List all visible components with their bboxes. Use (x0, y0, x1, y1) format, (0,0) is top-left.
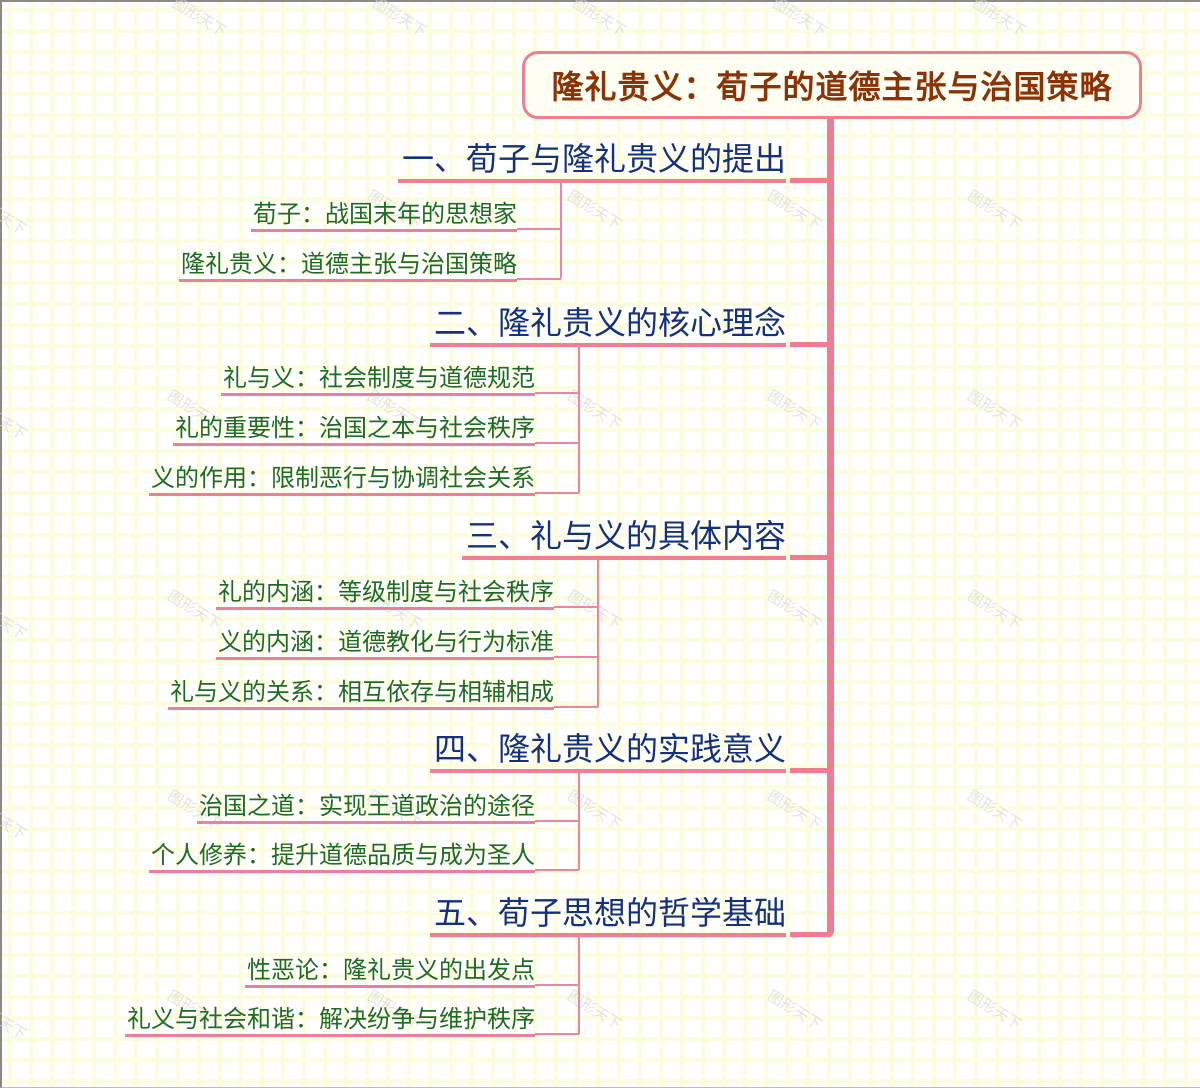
branch-4-topic[interactable]: 四、隆礼贵义的实践意义 (429, 729, 786, 773)
branch-4-label: 四、隆礼贵义的实践意义 (433, 730, 786, 768)
branch-connector (790, 768, 830, 773)
item-label: 义的作用：限制恶行与协调社会关系 (151, 464, 535, 492)
item-label: 礼与义的关系：相互依存与相辅相成 (170, 678, 554, 706)
watermark: 图形天下 (964, 986, 1025, 1034)
watermark: 图形天下 (764, 986, 825, 1034)
branch-connector (790, 342, 830, 347)
sub-connector (535, 492, 580, 494)
branch-1-label: 一、荀子与隆礼贵义的提出 (401, 140, 786, 178)
watermark: 图形天下 (764, 786, 825, 834)
watermark: 图形天下 (0, 191, 30, 239)
branch-connector (790, 555, 830, 560)
watermark: 图形天下 (964, 386, 1025, 434)
root-title: 隆礼贵义：荀子的道德主张与治国策略 (551, 68, 1113, 106)
item-label: 礼的内涵：等级制度与社会秩序 (218, 578, 554, 606)
item-label: 性恶论：隆礼贵义的出发点 (247, 956, 535, 984)
main-connector (827, 119, 834, 937)
branch-5-label: 五、荀子思想的哲学基础 (433, 894, 786, 932)
watermark: 图形天下 (569, 0, 630, 41)
branch-4-item-1[interactable]: 治国之道：实现王道政治的途径 (197, 791, 535, 824)
branch-3-item-1[interactable]: 礼的内涵：等级制度与社会秩序 (216, 577, 554, 610)
sub-connector (535, 820, 580, 822)
sub-connector (535, 1033, 580, 1035)
watermark: 图形天下 (964, 786, 1025, 834)
sub-connector (554, 656, 599, 658)
item-label: 治国之道：实现王道政治的途径 (199, 792, 535, 820)
watermark: 图形天下 (0, 996, 30, 1044)
item-label: 礼与义：社会制度与道德规范 (223, 364, 535, 392)
sub-connector (554, 706, 599, 708)
branch-2-label: 二、隆礼贵义的核心理念 (433, 304, 786, 342)
branch-connector (790, 932, 830, 937)
item-label: 礼的重要性：治国之本与社会秩序 (175, 414, 535, 442)
watermark: 图形天下 (369, 0, 430, 41)
branch-connector (790, 178, 830, 183)
item-label: 个人修养：提升道德品质与成为圣人 (151, 841, 535, 869)
sub-connector (535, 442, 580, 444)
watermark: 图形天下 (764, 186, 825, 234)
sub-connector (597, 559, 599, 707)
branch-2-item-2[interactable]: 礼的重要性：治国之本与社会秩序 (173, 413, 535, 446)
item-label: 隆礼贵义：道德主张与治国策略 (181, 250, 517, 278)
branch-3-item-3[interactable]: 礼与义的关系：相互依存与相辅相成 (168, 677, 554, 710)
branch-5-item-2[interactable]: 礼义与社会和谐：解决纷争与维护秩序 (125, 1004, 535, 1037)
sub-connector (517, 278, 562, 280)
watermark: 图形天下 (564, 786, 625, 834)
root-node[interactable]: 隆礼贵义：荀子的道德主张与治国策略 (522, 51, 1142, 119)
watermark: 图形天下 (969, 0, 1030, 41)
watermark: 图形天下 (0, 396, 30, 444)
watermark: 图形天下 (769, 0, 830, 41)
item-label: 义的内涵：道德教化与行为标准 (218, 628, 554, 656)
watermark: 图形天下 (0, 796, 30, 844)
item-label: 荀子：战国末年的思想家 (253, 200, 517, 228)
branch-5-topic[interactable]: 五、荀子思想的哲学基础 (429, 893, 786, 937)
watermark: 图形天下 (564, 186, 625, 234)
sub-connector (517, 228, 562, 230)
branch-1-item-1[interactable]: 荀子：战国末年的思想家 (251, 199, 517, 232)
branch-3-topic[interactable]: 三、礼与义的具体内容 (461, 516, 786, 560)
sub-connector (560, 182, 562, 278)
sub-connector (535, 984, 580, 986)
item-label: 礼义与社会和谐：解决纷争与维护秩序 (127, 1005, 535, 1033)
sub-connector (535, 869, 580, 871)
watermark: 图形天下 (764, 586, 825, 634)
sub-connector (578, 346, 580, 492)
branch-1-item-2[interactable]: 隆礼贵义：道德主张与治国策略 (179, 249, 517, 282)
sub-connector (535, 392, 580, 394)
watermark: 图形天下 (564, 586, 625, 634)
branch-2-item-3[interactable]: 义的作用：限制恶行与协调社会关系 (149, 463, 535, 496)
branch-2-topic[interactable]: 二、隆礼贵义的核心理念 (429, 303, 786, 347)
sub-connector (554, 606, 599, 608)
branch-3-label: 三、礼与义的具体内容 (465, 517, 786, 555)
watermark: 图形天下 (564, 986, 625, 1034)
watermark: 图形天下 (964, 186, 1025, 234)
branch-2-item-1[interactable]: 礼与义：社会制度与道德规范 (221, 363, 535, 396)
branch-5-item-1[interactable]: 性恶论：隆礼贵义的出发点 (245, 955, 535, 988)
watermark: 图形天下 (0, 596, 30, 644)
branch-1-topic[interactable]: 一、荀子与隆礼贵义的提出 (397, 139, 786, 183)
branch-4-item-2[interactable]: 个人修养：提升道德品质与成为圣人 (149, 840, 535, 873)
watermark: 图形天下 (169, 0, 230, 41)
watermark: 图形天下 (764, 386, 825, 434)
watermark: 图形天下 (964, 586, 1025, 634)
branch-3-item-2[interactable]: 义的内涵：道德教化与行为标准 (216, 627, 554, 660)
